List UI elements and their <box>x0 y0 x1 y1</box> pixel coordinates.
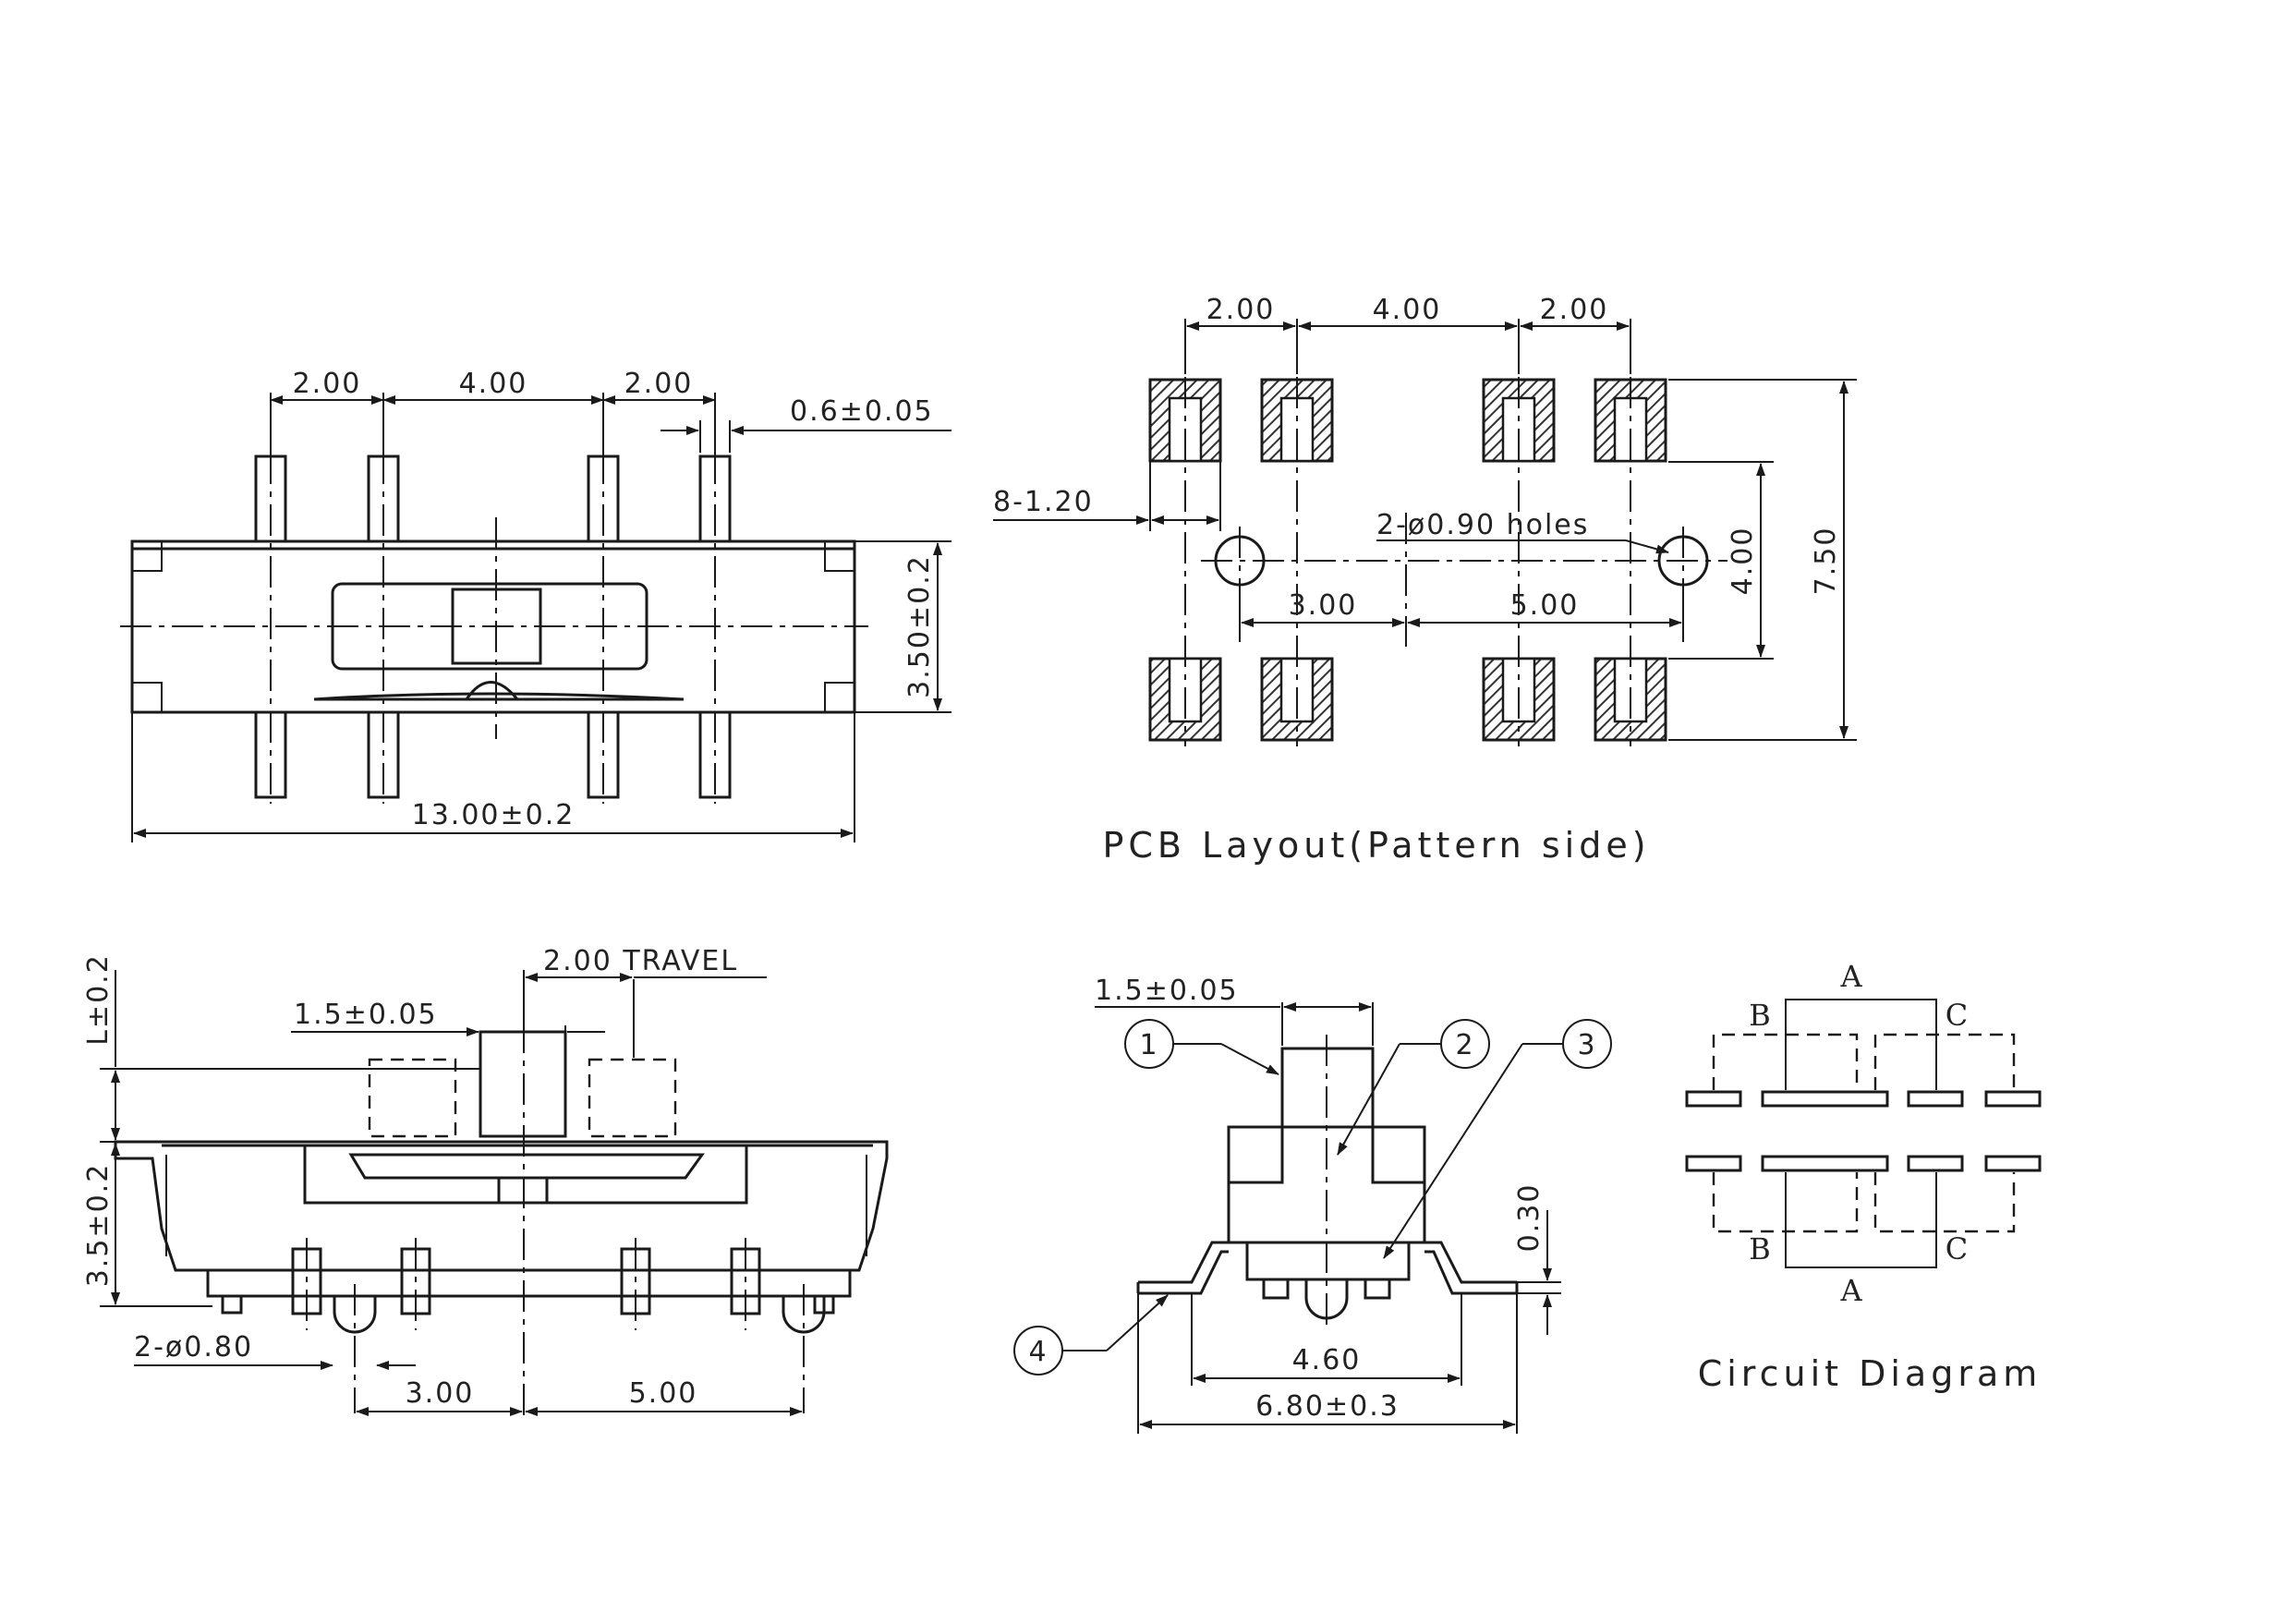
end-callout-2: 2 <box>1337 1019 1490 1156</box>
top-view: 2.00 4.00 2.00 0.6±0.05 3.50±0.2 13.00±0… <box>120 368 952 842</box>
pcb-hole-right-dim: 5.00 <box>1510 589 1580 622</box>
pcb-holes: 2-ø0.90 holes <box>1376 509 1589 541</box>
svg-text:3: 3 <box>1577 1029 1596 1061</box>
top-pitch-left: 2.00 <box>293 368 362 400</box>
circuit-label-c-top: C <box>1946 998 1968 1033</box>
side-travel: 2.00 TRAVEL <box>543 945 738 977</box>
end-view: 1.5±0.05 1 2 3 4 0 <box>1013 975 1612 1434</box>
top-length: 13.00±0.2 <box>412 799 576 831</box>
end-callout-4: 4 <box>1013 1294 1169 1376</box>
end-overall: 6.80±0.3 <box>1255 1390 1400 1423</box>
top-view-pins-upper <box>254 454 732 543</box>
pcb-pitch-right: 2.00 <box>1540 294 1609 326</box>
pcb-pitch-left: 2.00 <box>1206 294 1276 326</box>
svg-text:1: 1 <box>1139 1029 1158 1061</box>
pcb-layout: 2.00 4.00 2.00 8-1.20 2-ø0.90 holes 3.00… <box>993 294 1857 866</box>
side-actuator: 1.5±0.05 <box>294 999 438 1031</box>
end-callout-1: 1 <box>1124 1019 1279 1075</box>
circuit-diagram: A B C B C A Circuit Diagram <box>1685 959 2043 1394</box>
end-inner: 4.60 <box>1292 1344 1362 1376</box>
pcb-pitch-mid: 4.00 <box>1373 294 1442 326</box>
top-pin-width: 0.6±0.05 <box>790 395 934 428</box>
side-post-right: 5.00 <box>629 1377 698 1410</box>
side-body-height: 3.5±0.2 <box>82 1163 115 1288</box>
pcb-hole-left-dim: 3.00 <box>1289 589 1358 622</box>
circuit-label-b-bottom: B <box>1749 1231 1771 1266</box>
pcb-row-pitch: 4.00 <box>1727 527 1759 596</box>
pcb-pads-upper <box>1148 378 1667 463</box>
circuit-label-a-bottom: A <box>1839 1273 1862 1308</box>
side-lever-height: L±0.2 <box>82 953 115 1046</box>
top-view-pins-lower <box>254 710 732 799</box>
top-pitch-mid: 4.00 <box>459 368 528 400</box>
circuit-label-a-top: A <box>1839 959 1862 994</box>
pcb-caption: PCB Layout(Pattern side) <box>1102 825 1650 866</box>
side-view-body <box>114 1140 889 1272</box>
pcb-overall: 7.50 <box>1810 527 1842 596</box>
end-standoff: 0.30 <box>1513 1183 1546 1253</box>
side-view: 2.00 TRAVEL 1.5±0.05 L±0.2 3.5±0.2 2-ø0.… <box>82 945 889 1423</box>
circuit-label-c-bottom: C <box>1946 1231 1968 1266</box>
pcb-pads-lower <box>1148 657 1667 742</box>
svg-text:4: 4 <box>1028 1336 1048 1368</box>
end-actuator: 1.5±0.05 <box>1095 975 1239 1007</box>
end-callout-3: 3 <box>1383 1019 1612 1259</box>
circuit-label-b-top: B <box>1749 998 1771 1033</box>
top-height: 3.50±0.2 <box>903 554 936 698</box>
pcb-pad-size: 8-1.20 <box>993 486 1094 518</box>
svg-text:2: 2 <box>1455 1029 1474 1061</box>
side-posts: 2-ø0.80 <box>134 1331 253 1363</box>
side-post-left: 3.00 <box>406 1377 475 1410</box>
top-pitch-right: 2.00 <box>624 368 694 400</box>
circuit-caption: Circuit Diagram <box>1698 1353 2043 1394</box>
